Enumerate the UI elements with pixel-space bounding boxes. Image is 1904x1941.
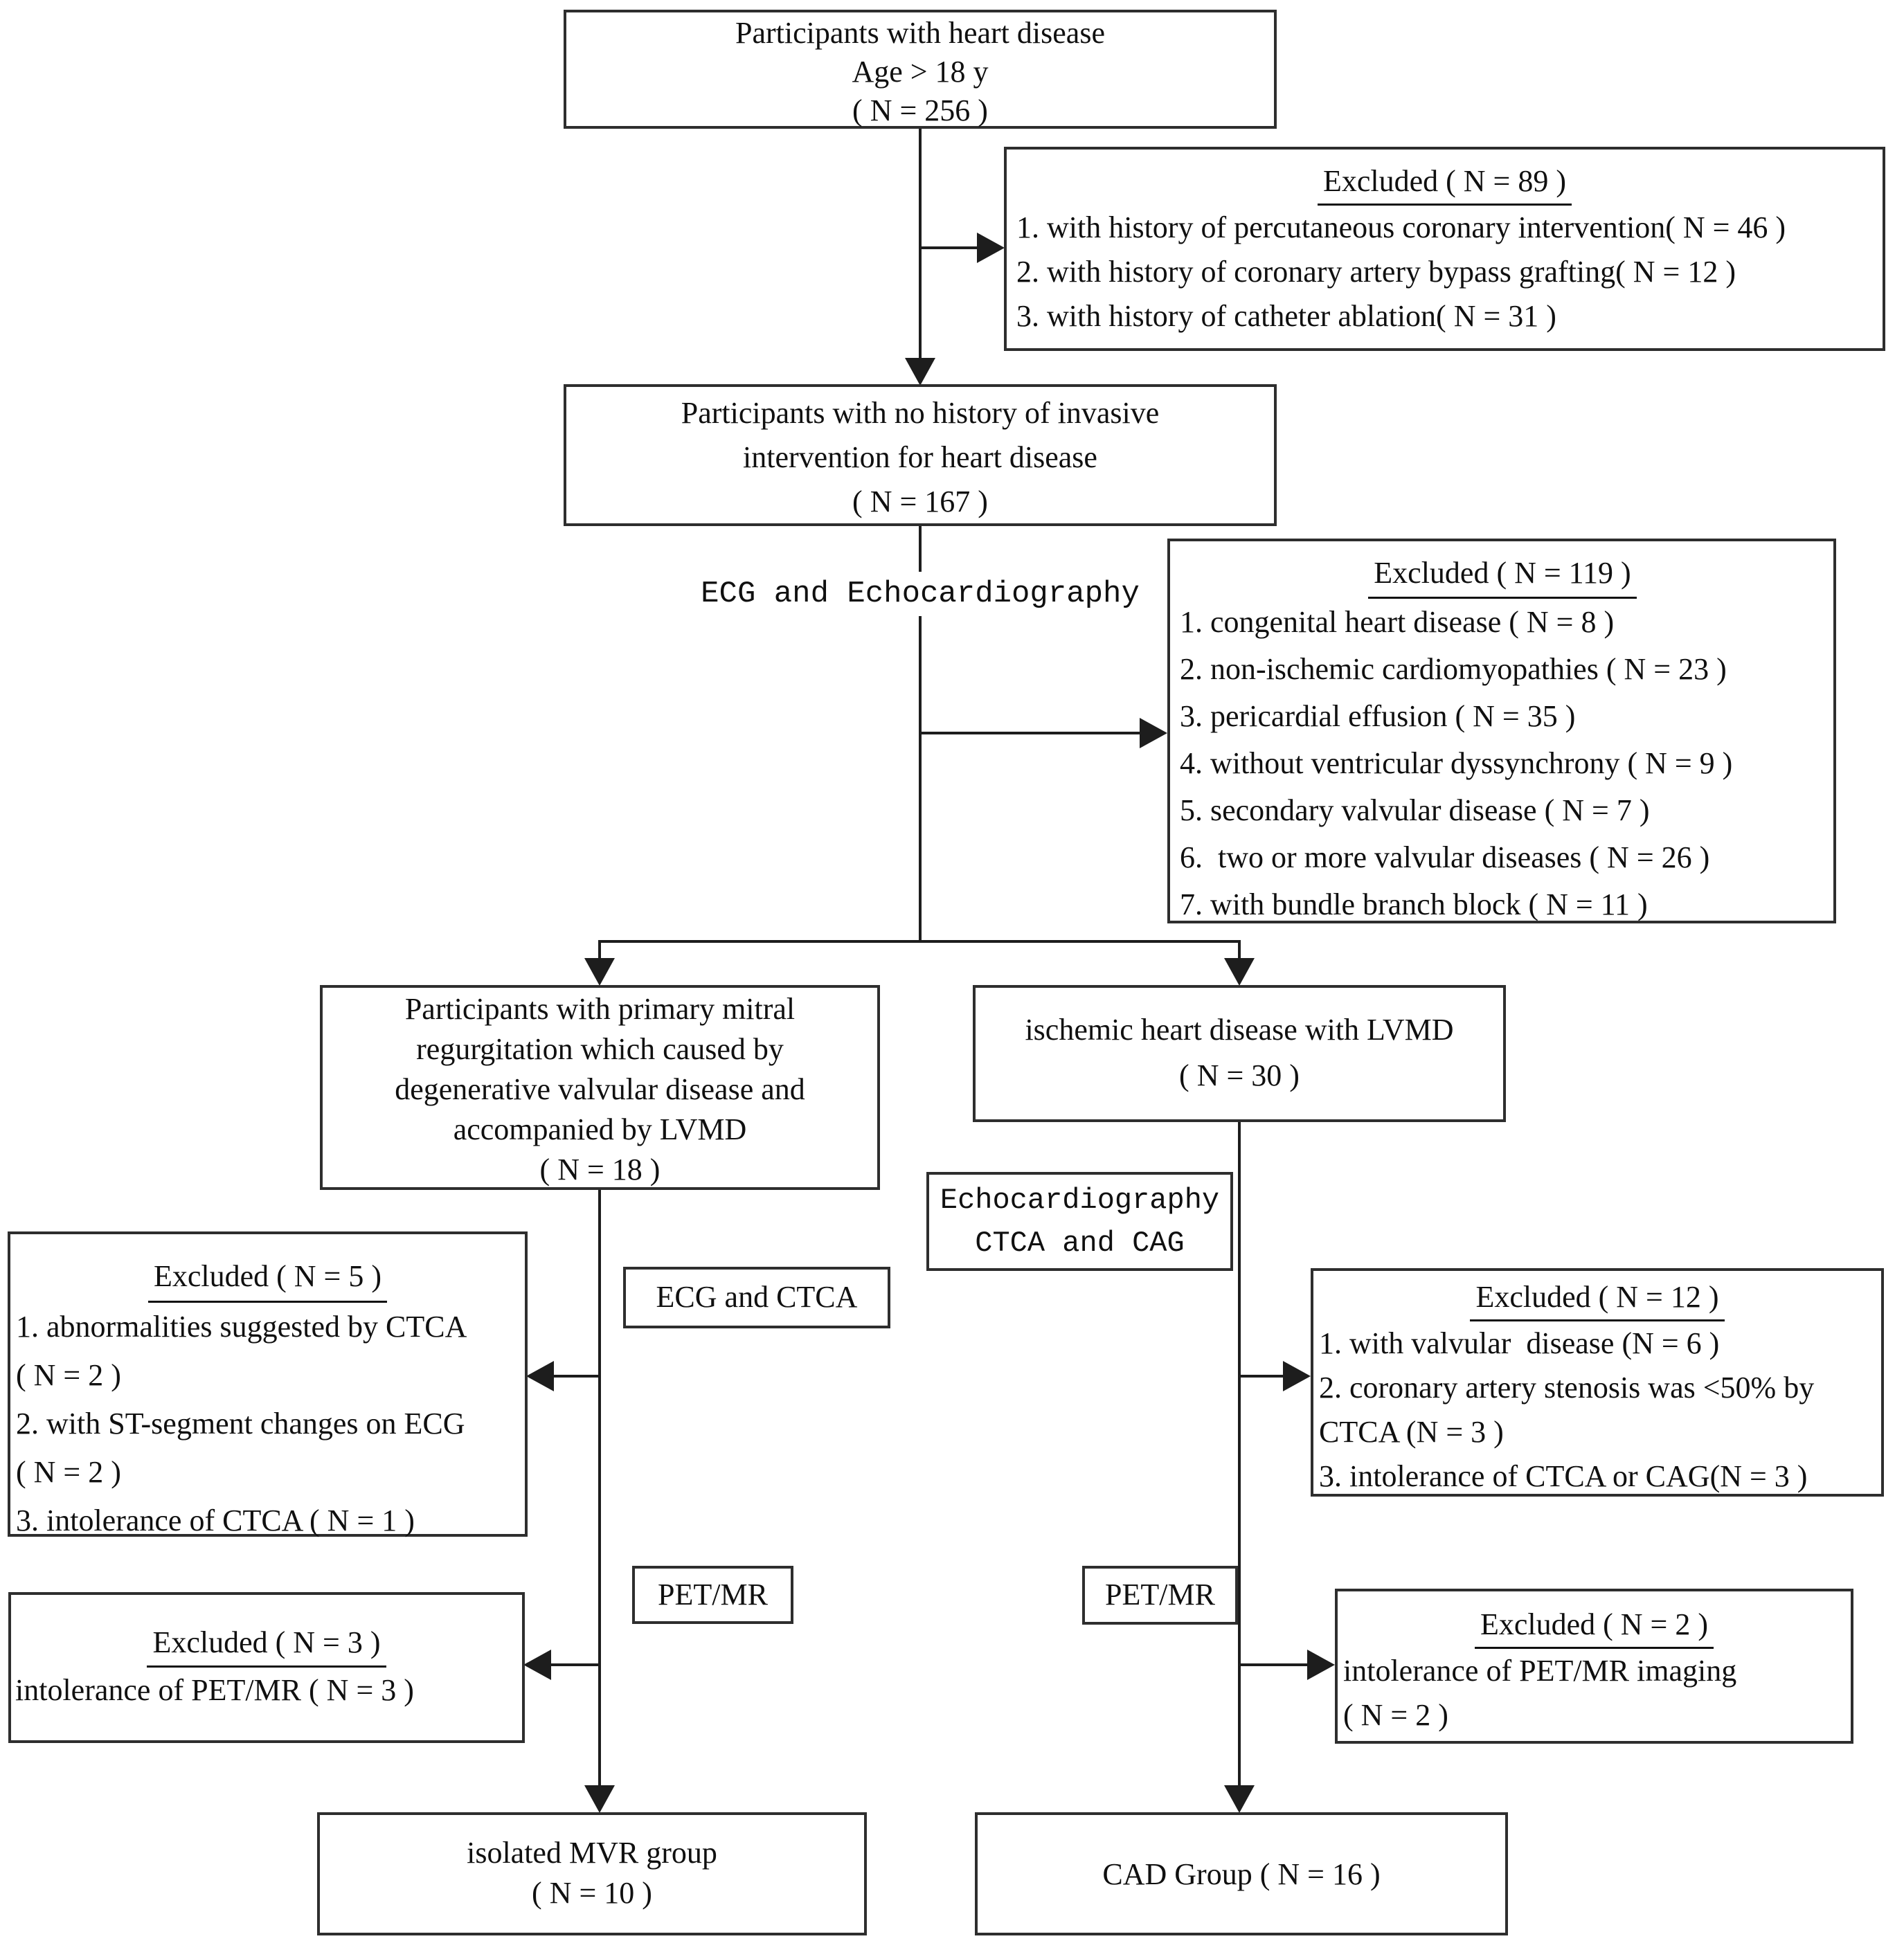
node-text-line: ( N = 10 )	[532, 1876, 652, 1910]
excluded-89-item: 3. with history of catheter ablation( N …	[1016, 299, 1556, 333]
node-excluded-2: Excluded ( N = 2 ) intolerance of PET/MR…	[1335, 1589, 1853, 1744]
arrowhead-down-into-nohistory	[905, 358, 935, 386]
node-text-line: ( N = 256 )	[852, 93, 988, 127]
node-text-line: isolated MVR group	[467, 1836, 717, 1870]
connector-ischemic-to-cad	[1238, 1121, 1241, 1787]
connector-to-excluded5	[554, 1375, 601, 1378]
excluded-5-item: 3. intolerance of CTCA ( N = 1 )	[16, 1504, 415, 1537]
connector-split-to-mitral	[598, 940, 601, 961]
label-text-line: PET/MR	[658, 1578, 768, 1612]
excluded-89-item: 2. with history of coronary artery bypas…	[1016, 255, 1736, 289]
arrowhead-right-into-excluded2	[1307, 1650, 1335, 1680]
node-text-line: ( N = 30 )	[1179, 1058, 1300, 1092]
arrowhead-right-into-excluded12	[1283, 1361, 1311, 1391]
label-text-line: ECG and CTCA	[656, 1280, 858, 1314]
arrowhead-left-into-excluded5	[526, 1361, 554, 1391]
excluded-119-item: 4. without ventricular dyssynchrony ( N …	[1180, 746, 1733, 780]
node-text-line: degenerative valvular disease and	[395, 1072, 805, 1106]
excluded-12-item: CTCA (N = 3 )	[1319, 1415, 1504, 1449]
node-excluded-119: Excluded ( N = 119 ) 1. congenital heart…	[1167, 539, 1836, 923]
excluded-119-item: 7. with bundle branch block ( N = 11 )	[1180, 887, 1648, 921]
excluded-2-item: ( N = 2 )	[1343, 1698, 1448, 1732]
arrowhead-down-into-mitral	[584, 958, 615, 986]
node-cad-group: CAD Group ( N = 16 )	[975, 1812, 1508, 1935]
excluded-119-item: 2. non-ischemic cardiomyopathies ( N = 2…	[1180, 652, 1727, 686]
node-text-line: Participants with no history of invasive	[681, 396, 1160, 430]
node-excluded-5: Excluded ( N = 5 ) 1. abnormalities sugg…	[8, 1231, 528, 1537]
label-box-pet-mr-right: PET/MR	[1082, 1566, 1238, 1625]
connector-to-excluded2	[1238, 1663, 1309, 1666]
node-participants-heart-disease: Participants with heart disease Age > 18…	[564, 10, 1277, 129]
arrowhead-right-into-excluded119	[1140, 718, 1167, 748]
node-text-line: Participants with heart disease	[735, 16, 1105, 50]
split-horizontal-line	[598, 940, 1241, 943]
excluded-3-item: intolerance of PET/MR ( N = 3 )	[15, 1673, 414, 1707]
connector-nohistory-to-split	[919, 526, 922, 943]
excluded-2-heading: Excluded ( N = 2 )	[1343, 1603, 1845, 1649]
node-excluded-12: Excluded ( N = 12 ) 1. with valvular dis…	[1311, 1268, 1884, 1497]
excluded-5-item: 1. abnormalities suggested by CTCA	[16, 1310, 467, 1344]
excluded-3-title: Excluded ( N = 3 )	[147, 1620, 386, 1668]
arrowhead-left-into-excluded3	[523, 1650, 551, 1680]
node-primary-mitral-regurgitation: Participants with primary mitral regurgi…	[320, 985, 880, 1190]
label-text-line: CTCA and CAG	[975, 1227, 1185, 1260]
excluded-2-title: Excluded ( N = 2 )	[1474, 1603, 1714, 1649]
connector-enrolled-to-nohistory	[919, 129, 922, 360]
arrowhead-down-into-ischemic	[1224, 958, 1255, 986]
excluded-89-item: 1. with history of percutaneous coronary…	[1016, 210, 1786, 244]
excluded-5-title: Excluded ( N = 5 )	[147, 1252, 388, 1303]
connector-to-excluded3	[551, 1663, 601, 1666]
node-text-line: ( N = 167 )	[852, 485, 988, 518]
node-excluded-89: Excluded ( N = 89 ) 1. with history of p…	[1004, 147, 1885, 351]
excluded-119-item: 1. congenital heart disease ( N = 8 )	[1180, 605, 1615, 639]
excluded-12-item: 3. intolerance of CTCA or CAG(N = 3 )	[1319, 1459, 1808, 1493]
excluded-5-heading: Excluded ( N = 5 )	[16, 1252, 519, 1303]
excluded-89-title: Excluded ( N = 89 )	[1317, 159, 1572, 206]
excluded-119-item: 5. secondary valvular disease ( N = 7 )	[1180, 793, 1650, 827]
excluded-119-heading: Excluded ( N = 119 )	[1180, 550, 1825, 599]
excluded-5-item: ( N = 2 )	[16, 1455, 121, 1489]
connector-to-excluded89	[920, 246, 978, 249]
excluded-119-item: 3. pericardial effusion ( N = 35 )	[1180, 699, 1576, 733]
node-text-line: Age > 18 y	[852, 55, 989, 89]
node-excluded-3: Excluded ( N = 3 ) intolerance of PET/MR…	[8, 1592, 525, 1743]
label-box-pet-mr-left: PET/MR	[632, 1566, 793, 1624]
excluded-5-item: ( N = 2 )	[16, 1358, 121, 1392]
node-isolated-mvr-group: isolated MVR group ( N = 10 )	[317, 1812, 867, 1935]
excluded-3-heading: Excluded ( N = 3 )	[15, 1620, 518, 1668]
arrowhead-down-into-mvr	[584, 1785, 615, 1813]
label-box-ecg-and-ctca: ECG and CTCA	[623, 1267, 890, 1328]
node-text-line: regurgitation which caused by	[416, 1032, 784, 1066]
excluded-2-item: intolerance of PET/MR imaging	[1343, 1654, 1737, 1688]
node-text-line: accompanied by LVMD	[453, 1112, 747, 1146]
label-text-line: Echocardiography	[940, 1184, 1220, 1217]
label-text-line: PET/MR	[1105, 1578, 1215, 1612]
connector-split-to-ischemic	[1238, 940, 1241, 961]
connector-to-excluded12	[1238, 1375, 1284, 1378]
node-ischemic-heart-disease: ischemic heart disease with LVMD ( N = 3…	[973, 985, 1506, 1122]
label-box-echocardiography-ctca-cag: Echocardiography CTCA and CAG	[926, 1172, 1233, 1271]
node-text-line: Participants with primary mitral	[404, 992, 796, 1026]
excluded-12-heading: Excluded ( N = 12 )	[1319, 1275, 1876, 1321]
excluded-12-title: Excluded ( N = 12 )	[1470, 1275, 1725, 1321]
excluded-5-item: 2. with ST-segment changes on ECG	[16, 1407, 465, 1441]
excluded-12-item: 1. with valvular disease (N = 6 )	[1319, 1326, 1720, 1360]
node-text-line: ( N = 18 )	[539, 1153, 661, 1186]
excluded-89-heading: Excluded ( N = 89 )	[1016, 159, 1873, 206]
arrowhead-right-into-excluded89	[977, 233, 1005, 263]
arrowhead-down-into-cad	[1224, 1785, 1255, 1813]
connector-mitral-to-mvr	[598, 1190, 601, 1787]
excluded-12-item: 2. coronary artery stenosis was <50% by	[1319, 1371, 1815, 1405]
label-ecg-and-echocardiography: ECG and Echocardiography	[695, 572, 1145, 616]
node-text-line: ischemic heart disease with LVMD	[1025, 1013, 1454, 1047]
node-no-history-invasive: Participants with no history of invasive…	[564, 384, 1277, 526]
node-text-line: intervention for heart disease	[743, 440, 1097, 474]
connector-to-excluded119	[920, 732, 1140, 734]
excluded-119-title: Excluded ( N = 119 )	[1368, 550, 1637, 599]
excluded-119-item: 6. two or more valvular diseases ( N = 2…	[1180, 840, 1710, 874]
node-text-line: CAD Group ( N = 16 )	[1102, 1857, 1381, 1891]
